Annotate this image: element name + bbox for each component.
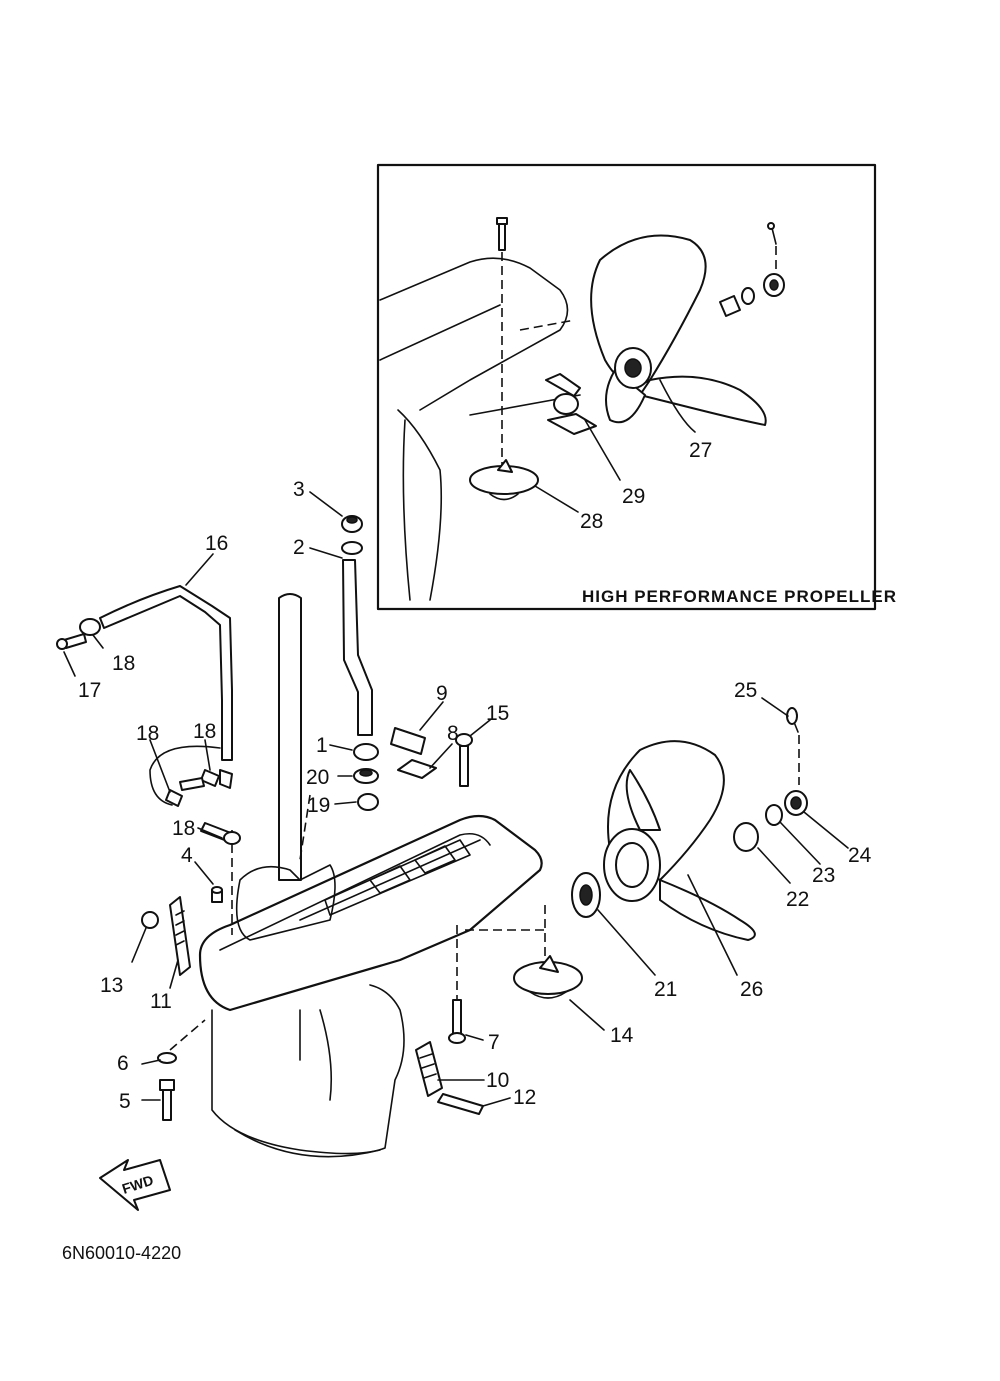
callout-14: 14 (610, 1024, 634, 1047)
callout-1: 1 (316, 734, 328, 757)
callout-labels: 1 2 3 4 5 6 7 8 9 10 11 12 13 14 15 16 1… (78, 439, 872, 1113)
callout-18d: 18 (172, 817, 195, 840)
callout-11: 11 (150, 990, 172, 1013)
callout-15: 15 (486, 702, 509, 725)
callout-16: 16 (205, 532, 228, 555)
callout-3: 3 (293, 478, 305, 501)
callout-12: 12 (513, 1086, 536, 1109)
callout-2: 2 (293, 536, 305, 559)
callout-21: 21 (654, 978, 677, 1001)
callout-18b: 18 (136, 722, 159, 745)
callout-9: 9 (436, 682, 448, 705)
callout-6: 6 (117, 1052, 129, 1075)
leader-lines (63, 491, 849, 1107)
callout-26: 26 (740, 978, 763, 1001)
inset-title: HIGH PERFORMANCE PROPELLER (582, 587, 897, 606)
callout-10: 10 (486, 1069, 509, 1092)
callout-22: 22 (786, 888, 809, 911)
inset-high-performance-propeller: HIGH PERFORMANCE PROPELLER (376, 163, 897, 611)
callout-13: 13 (100, 974, 123, 997)
callout-18a: 18 (112, 652, 135, 675)
drawing-code: 6N60010-4220 (62, 1243, 181, 1263)
callout-19: 19 (307, 794, 330, 817)
callout-23: 23 (812, 864, 835, 887)
lower-unit-housing: FWD (56, 515, 808, 1211)
callout-28: 28 (580, 510, 603, 533)
callout-24: 24 (848, 844, 872, 867)
callout-20: 20 (306, 766, 329, 789)
callout-5: 5 (119, 1090, 131, 1113)
callout-8: 8 (447, 722, 459, 745)
callout-25: 25 (734, 679, 757, 702)
callout-4: 4 (181, 844, 193, 867)
callout-29: 29 (622, 485, 645, 508)
callout-17: 17 (78, 679, 101, 702)
callout-18c: 18 (193, 720, 216, 743)
callout-27: 27 (689, 439, 712, 462)
fwd-arrow-icon: FWD (99, 1159, 171, 1211)
callout-7: 7 (488, 1031, 500, 1054)
